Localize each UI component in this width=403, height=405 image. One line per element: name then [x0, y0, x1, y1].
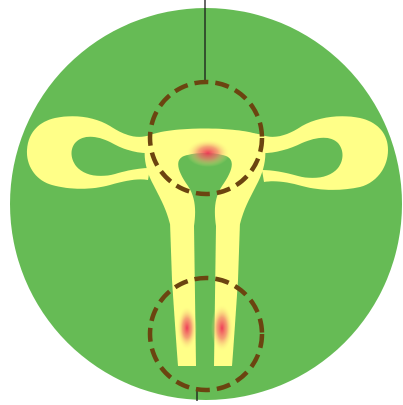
fundus-highlight-spot — [186, 139, 230, 167]
background-disc — [10, 8, 402, 400]
left-cervical-highlight-spot — [177, 306, 197, 350]
right-cervical-highlight-spot — [211, 304, 233, 352]
